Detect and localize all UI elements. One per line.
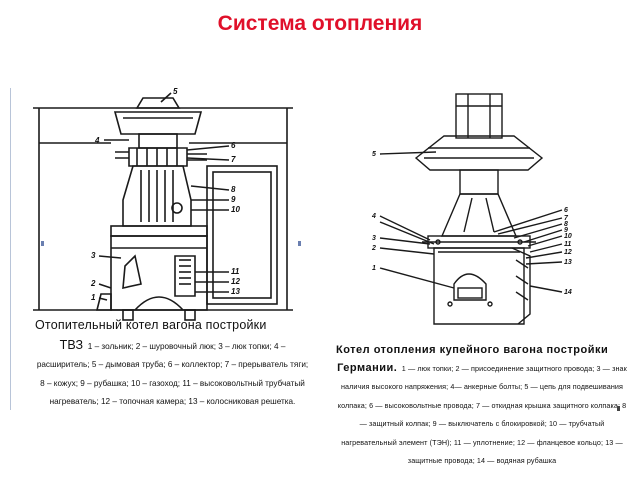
left-callout-1: 1 (91, 293, 96, 302)
right-caption-body: Германии. 1 — люк топки; 2 — присоединен… (336, 358, 628, 468)
left-callout-12: 12 (231, 277, 240, 286)
left-caption-heading: Отопительный котел вагона постройки (35, 318, 267, 332)
right-callout-1: 1 (372, 265, 376, 272)
left-marker (41, 241, 44, 246)
left-caption-body: ТВЗ 1 – зольник; 2 – шуровочный люк; 3 –… (35, 336, 310, 410)
right-callout-12: 12 (564, 249, 572, 256)
right-callout-8: 8 (564, 221, 568, 228)
mid-marker (298, 241, 301, 246)
right-boiler-figure: 5 4 3 2 1 6 7 8 9 10 11 12 13 14 Котел о… (318, 88, 630, 465)
left-caption-legend: 1 – зольник; 2 – шуровочный люк; 3 – люк… (36, 342, 309, 407)
right-callout-11: 11 (564, 241, 571, 248)
left-callout-5: 5 (173, 88, 178, 96)
right-callout-2: 2 (371, 245, 376, 252)
right-callout-7: 7 (564, 215, 569, 222)
right-caption-legend: 1 — люк топки; 2 — присоединение защитно… (337, 364, 627, 465)
right-callout-9: 9 (564, 227, 568, 234)
right-callout-4: 4 (371, 213, 376, 220)
right-marker (617, 406, 620, 411)
left-callout-4: 4 (94, 136, 100, 145)
left-callout-2: 2 (90, 279, 96, 288)
left-callout-3: 3 (91, 251, 96, 260)
left-callout-10: 10 (231, 205, 240, 214)
right-caption-country: Германии. (337, 362, 398, 374)
right-callout-6: 6 (564, 207, 568, 214)
right-callout-13: 13 (564, 259, 572, 266)
left-callout-13: 13 (231, 287, 240, 296)
right-callout-14: 14 (564, 289, 572, 296)
left-callout-6: 6 (231, 141, 236, 150)
right-callout-10: 10 (564, 233, 572, 240)
right-callout-3: 3 (372, 235, 376, 242)
right-callout-5: 5 (372, 151, 376, 158)
right-boiler-drawing: 5 4 3 2 1 6 7 8 9 10 11 12 13 14 (371, 93, 572, 325)
left-caption-model: ТВЗ (59, 338, 84, 352)
left-boiler-drawing: 5 4 6 7 8 9 10 3 2 1 11 12 13 (33, 88, 293, 321)
left-callout-9: 9 (231, 195, 236, 204)
left-boiler-figure: 5 4 6 7 8 9 10 3 2 1 11 12 13 Отопительн… (10, 88, 308, 410)
left-callout-11: 11 (231, 267, 240, 276)
left-callout-8: 8 (231, 185, 236, 194)
left-callout-7: 7 (231, 155, 236, 164)
right-caption-heading: Котел отопления купейного вагона построй… (336, 344, 609, 356)
slide-title: Система отопления (217, 12, 423, 35)
